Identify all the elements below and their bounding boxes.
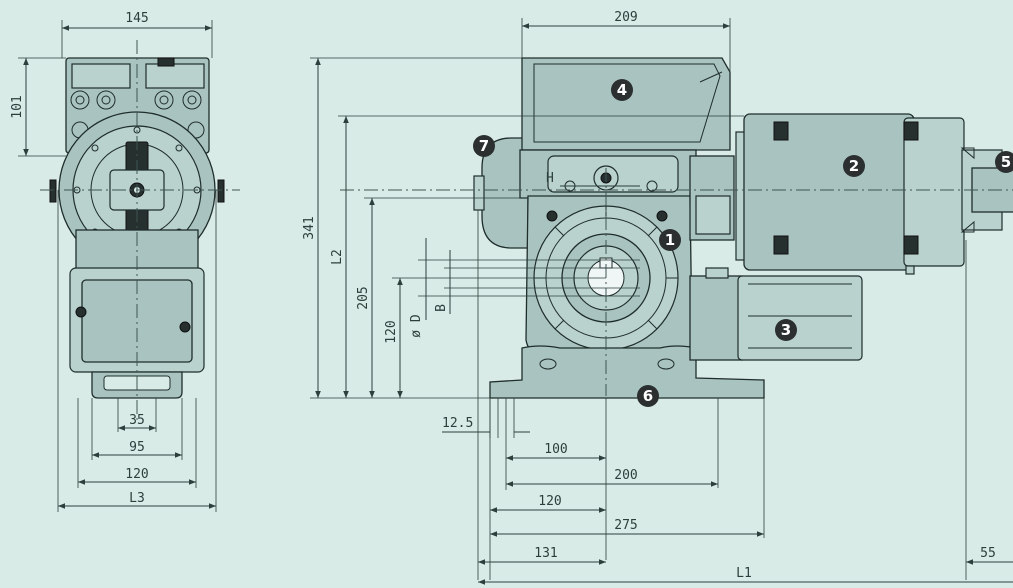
callout-7: 7	[473, 135, 495, 157]
callout-3: 3	[775, 319, 797, 341]
svg-text:7: 7	[479, 137, 489, 155]
svg-text:5: 5	[1001, 153, 1011, 171]
dim-35: 35	[129, 413, 145, 428]
dim-209: 209	[614, 10, 637, 25]
callout-1: 1	[659, 229, 681, 251]
callout-5: 5	[995, 151, 1013, 173]
side-view	[340, 57, 1013, 399]
dim-341: 341	[302, 216, 317, 239]
dim-L3: L3	[129, 491, 145, 506]
svg-text:3: 3	[781, 321, 791, 339]
dim-H: H	[546, 171, 554, 186]
callout-2: 2	[843, 155, 865, 177]
svg-text:1: 1	[665, 231, 675, 249]
dim-120-side: 120	[384, 320, 399, 343]
dim-L1: L1	[736, 566, 752, 581]
dim-200: 200	[614, 468, 637, 483]
dim-OD: ø D	[409, 314, 424, 338]
dim-55: 55	[980, 546, 996, 561]
dim-B: B	[434, 304, 449, 312]
svg-text:6: 6	[643, 387, 653, 405]
dim-12-5: 12.5	[442, 416, 473, 431]
dim-L2: L2	[330, 249, 345, 265]
side-dimensions: 209 341 L2 205 120 ø D B H	[302, 10, 1013, 585]
dim-205: 205	[356, 286, 371, 309]
front-view	[40, 40, 240, 420]
svg-text:2: 2	[849, 157, 859, 175]
dim-95: 95	[129, 440, 145, 455]
callout-6: 6	[637, 385, 659, 407]
callout-4: 4	[611, 79, 633, 101]
svg-text:4: 4	[617, 81, 627, 99]
dim-131: 131	[534, 546, 557, 561]
dim-275: 275	[614, 518, 637, 533]
dim-101: 101	[10, 95, 25, 118]
front-dimensions: 145 101 35 95 120 L3	[10, 11, 217, 512]
dim-120-front: 120	[125, 467, 148, 482]
dim-145: 145	[125, 11, 148, 26]
dim-100: 100	[544, 442, 567, 457]
dim-120-base: 120	[538, 494, 561, 509]
